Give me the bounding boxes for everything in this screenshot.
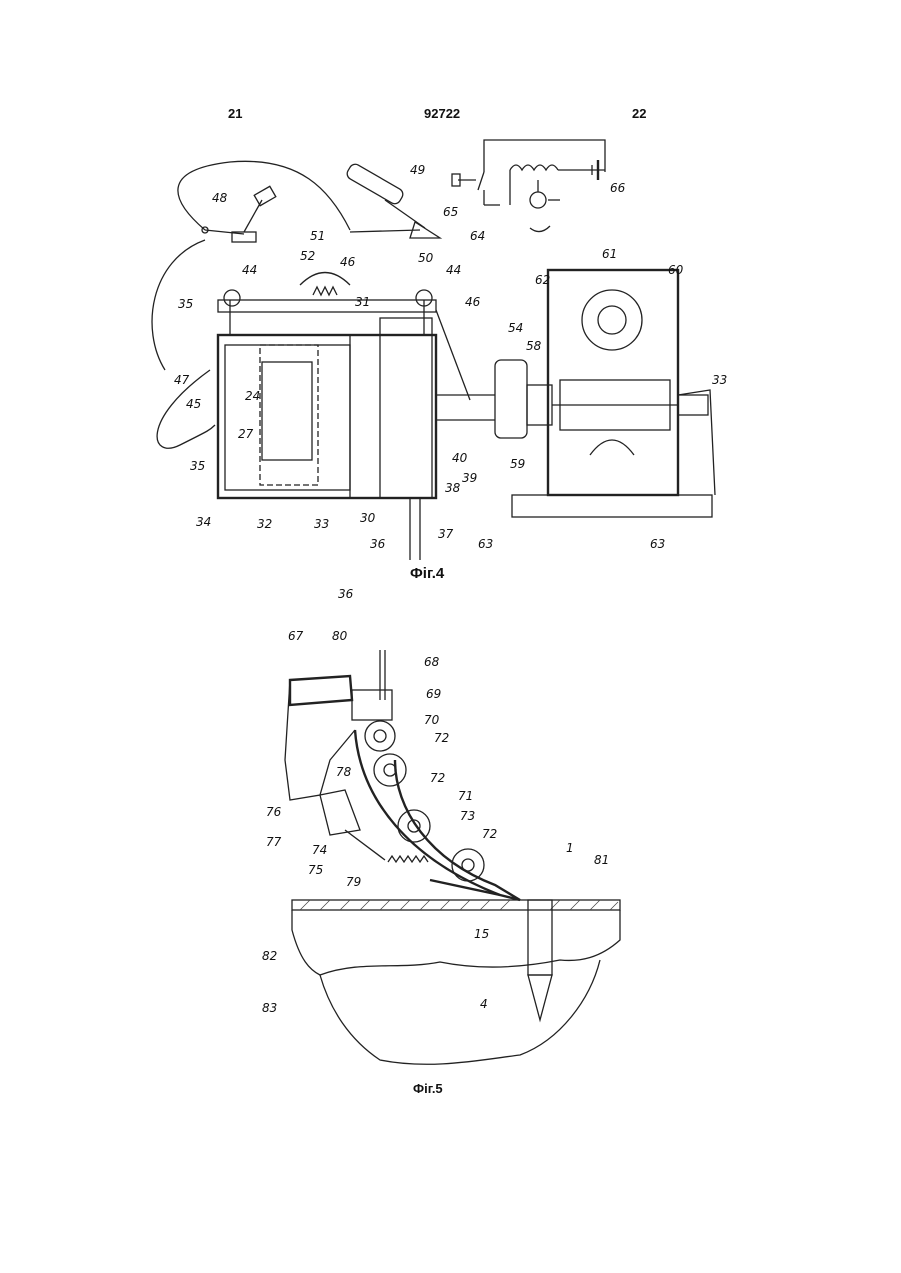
label-77: 77 <box>266 835 282 849</box>
label-1: 1 <box>566 841 574 855</box>
label-80: 80 <box>332 629 348 643</box>
label-71: 71 <box>458 789 473 803</box>
label-5-36: 36 <box>338 587 354 601</box>
figure-5-caption: Фіг.5 <box>413 1081 443 1096</box>
label-76: 76 <box>266 805 282 819</box>
label-70: 70 <box>424 713 440 727</box>
label-67: 67 <box>288 629 304 643</box>
label-82: 82 <box>262 949 277 963</box>
label-72c: 72 <box>482 827 497 841</box>
label-72a: 72 <box>434 731 449 745</box>
label-68: 68 <box>424 655 440 669</box>
label-74: 74 <box>312 843 327 857</box>
label-83: 83 <box>262 1001 277 1015</box>
label-72b: 72 <box>430 771 445 785</box>
label-69: 69 <box>426 687 441 701</box>
label-15: 15 <box>474 927 489 941</box>
label-79: 79 <box>346 875 361 889</box>
label-78: 78 <box>336 765 352 779</box>
label-75: 75 <box>308 863 323 877</box>
label-73: 73 <box>460 809 475 823</box>
label-81: 81 <box>594 853 609 867</box>
label-4: 4 <box>480 997 488 1011</box>
